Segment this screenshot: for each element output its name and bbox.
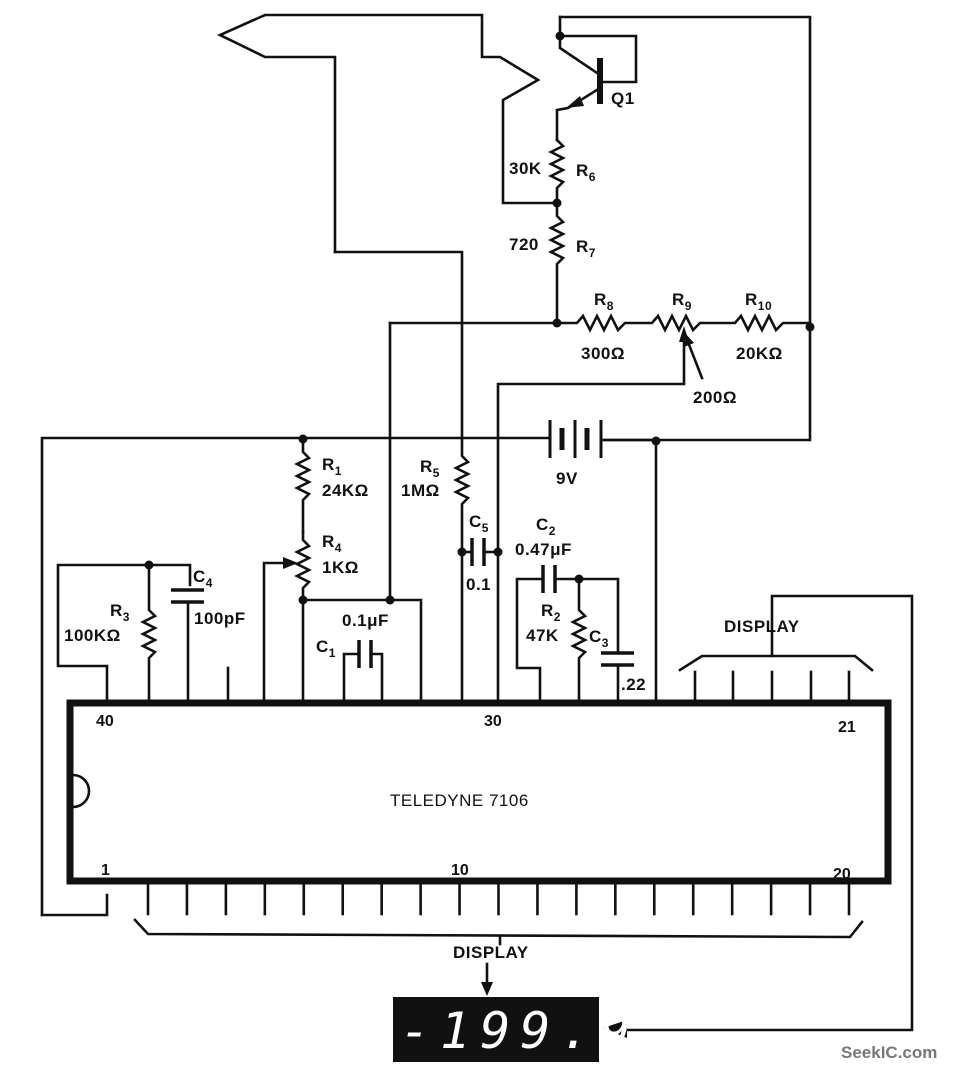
display-bus-top: DISPLAY (603, 594, 914, 1038)
r5-value: 1MΩ (401, 481, 440, 500)
r2-value: 47K (526, 626, 559, 645)
capacitor-c3: C3 .22 (589, 627, 646, 702)
r6-ref: R6 (576, 161, 596, 184)
c2-ref: C2 (536, 515, 556, 538)
battery-label: 9V (556, 469, 578, 488)
transistor-q1: Q1 (555, 15, 812, 442)
wiper-arrow-icon (283, 557, 298, 569)
r2-ref: R2 (541, 601, 561, 624)
capacitor-c5: C5 0.1 (460, 512, 503, 594)
r7-value: 720 (509, 235, 539, 254)
c4-ref: C4 (193, 567, 213, 590)
r10-ref: R10 (745, 290, 772, 313)
r8-value: 300Ω (581, 344, 625, 363)
r1-ref: R1 (322, 455, 342, 478)
r1-value: 24KΩ (322, 481, 369, 500)
c4-value: 100pF (194, 609, 246, 628)
resistor-r7: 720 R7 (509, 201, 596, 325)
c3-value: .22 (621, 675, 646, 694)
pin-21-label: 21 (838, 719, 856, 736)
display-label-bottom: DISPLAY (453, 943, 529, 962)
r6-value: 30K (509, 159, 542, 178)
emitter-arrow-icon (566, 96, 584, 108)
c1-ref: C1 (316, 637, 336, 660)
pin-40-label: 40 (96, 713, 114, 730)
battery-9v: 9V (40, 420, 661, 917)
resistor-r2: R2 47K (526, 577, 588, 702)
c2-value: 0.47μF (515, 540, 572, 559)
pin-30-label: 30 (484, 713, 502, 730)
r4-value: 1KΩ (322, 558, 359, 577)
r4-ref: R4 (322, 532, 342, 555)
r7-ref: R7 (576, 237, 596, 260)
resistor-r5: R5 1MΩ (401, 436, 471, 702)
ic-teledyne-7106: TELEDYNE 7106 40 30 21 1 10 20 (66, 699, 892, 885)
display-label-top: DISPLAY (724, 617, 800, 636)
resistor-r3: R3 100KΩ (56, 560, 192, 702)
r5-ref: R5 (420, 457, 440, 480)
lcd-panel (393, 997, 599, 1062)
r8-ref: R8 (594, 290, 614, 313)
resistor-chain-r8-r10: R8 300Ω R9 200Ω R10 20KΩ (388, 290, 815, 702)
c1-value: 0.1μF (342, 611, 389, 630)
pin-10-label: 10 (451, 862, 469, 879)
resistor-r1: R1 24KΩ (294, 437, 369, 534)
r3-value: 100KΩ (64, 626, 121, 645)
capacitor-c4: C4 100pF (171, 567, 246, 702)
thermocouple-probe (216, 13, 559, 254)
display-bus-bottom (133, 918, 864, 939)
pin-1-label: 1 (101, 862, 110, 879)
q1-label: Q1 (611, 89, 635, 108)
resistor-r6: 30K R6 (509, 138, 596, 208)
r9-value: 200Ω (693, 388, 737, 407)
capacitor-c1: 0.1μF C1 (301, 595, 423, 702)
thermocouple-lead (333, 250, 464, 440)
c5-ref: C5 (469, 512, 489, 535)
r9-ref: R9 (672, 290, 692, 313)
lcd-display: DISPLAY -199.9 (393, 943, 641, 1062)
r10-value: 20KΩ (736, 344, 783, 363)
arrow-down-icon (481, 982, 493, 996)
potentiometer-r4: R4 1KΩ (262, 530, 359, 702)
c5-value: 0.1 (466, 575, 491, 594)
capacitor-c2: C2 0.47μF (515, 515, 620, 702)
c3-ref: C3 (589, 627, 609, 650)
pin-20-label: 20 (833, 866, 851, 883)
ic-bottom-pins (146, 882, 851, 916)
ic-notch (72, 773, 91, 809)
r3-ref: R3 (110, 601, 130, 624)
watermark: SeekIC.com (841, 1043, 937, 1062)
lcd-readout: -199.9 (400, 1002, 641, 1060)
arrow-right-icon (603, 1020, 627, 1038)
ic-label: TELEDYNE 7106 (390, 791, 529, 810)
